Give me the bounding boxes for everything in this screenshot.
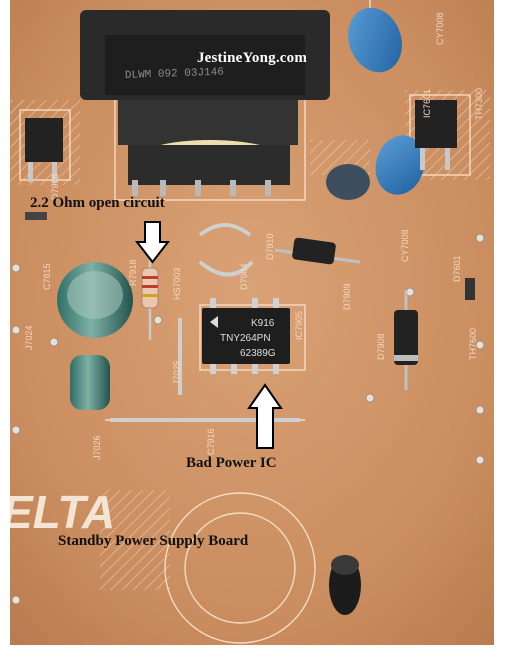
blue-capacitor [375, 135, 425, 195]
silk-label: J7025 [172, 360, 182, 385]
trimmer-knob-top [331, 555, 359, 575]
silk-label: D7910 [265, 233, 275, 260]
solder-pads [11, 233, 485, 605]
jumper-wire [198, 223, 252, 237]
transformer-label: DLWM 092 03J146 [125, 67, 224, 82]
silk-label: C7916 [206, 428, 216, 455]
silk-label: D7904 [239, 263, 249, 290]
power-ic [202, 298, 290, 374]
jumper-wire [198, 260, 254, 277]
board-annotation: Standby Power Supply Board [58, 533, 249, 549]
blue-capacitor [348, 7, 402, 73]
board-logo: ELTA [10, 486, 115, 538]
hatch-area [100, 490, 170, 590]
electrolytic-capacitor-top [67, 271, 123, 319]
silk-label: IC7905 [294, 311, 304, 340]
resistor-annotation: 2.2 Ohm open circuit [30, 195, 165, 211]
silk-label: TH7300 [474, 88, 484, 120]
pcb-photo: DLWM 092 03J146 K916 TNY264PN 62389G [10, 0, 494, 645]
diode [274, 237, 361, 265]
grey-thermistor [326, 164, 370, 200]
open-resistor [141, 250, 159, 340]
diode [394, 290, 418, 390]
ic-marking-line1: K916 [251, 318, 275, 329]
arrow-down-icon [134, 221, 171, 264]
silk-label: D7909 [342, 283, 352, 310]
ic-marking-line3: 62389G [240, 348, 276, 359]
small-electrolytic-capacitor [70, 355, 110, 410]
silk-label: J7024 [24, 325, 34, 350]
ic-marking-line2: TNY264PN [220, 333, 271, 344]
silk-label: C7815 [42, 263, 52, 290]
silk-label: CY7008 [400, 229, 410, 262]
optocoupler [415, 100, 457, 170]
silk-label: D7601 [452, 255, 462, 282]
silk-label: TH7600 [468, 328, 478, 360]
silk-label: HS7003 [172, 267, 182, 300]
silk-label: J7026 [92, 435, 102, 460]
silk-label: D7905 [50, 173, 60, 200]
silk-label: IC7601 [422, 89, 432, 118]
silk-label: R7918 [128, 259, 138, 286]
transformer [80, 10, 330, 196]
watermark: JestineYong.com [196, 50, 308, 66]
ic-annotation: Bad Power IC [186, 455, 277, 471]
silk-label: D7908 [376, 333, 386, 360]
arrow-up-icon [247, 383, 283, 449]
small-diode [25, 212, 475, 300]
optocoupler [25, 118, 63, 182]
silk-label: CY7008 [435, 12, 445, 45]
